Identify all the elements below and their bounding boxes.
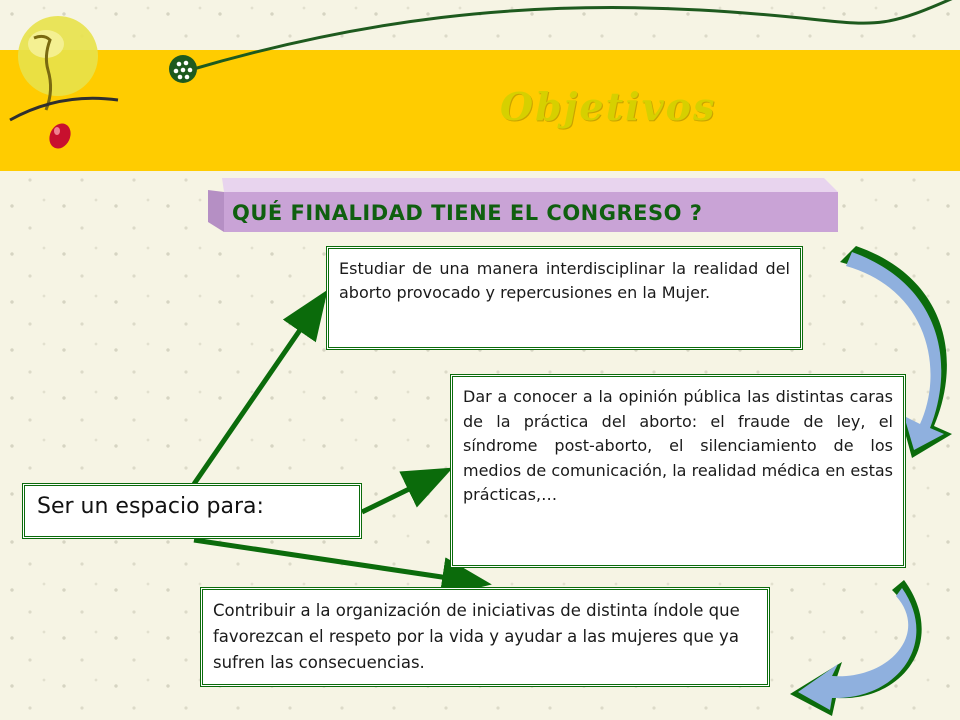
objective-text-3: Contribuir a la organización de iniciati… (213, 601, 740, 672)
objective-box-2: Dar a conocer a la opinión pública las d… (450, 374, 906, 568)
objective-text-2: Dar a conocer a la opinión pública las d… (463, 387, 893, 504)
curved-arrow-lower-icon (790, 580, 922, 716)
connector-arrow-1 (191, 289, 328, 486)
connector-arrow-2 (360, 467, 453, 515)
question-band (208, 178, 838, 232)
objective-text-1: Estudiar de una manera interdisciplinar … (339, 259, 790, 302)
objective-box-1: Estudiar de una manera interdisciplinar … (326, 246, 803, 350)
swoosh-ball-icon (169, 55, 197, 83)
swoosh-curve (189, 0, 953, 72)
logo-graphic (9, 16, 119, 149)
objective-box-3: Contribuir a la organización de iniciati… (200, 587, 770, 687)
source-label: Ser un espacio para: (37, 494, 264, 519)
connector-arrow-3 (193, 537, 492, 597)
curved-arrow-upper-icon (840, 246, 952, 458)
title-banner (0, 50, 960, 171)
source-box: Ser un espacio para: (22, 483, 362, 539)
question-heading: QUÉ FINALIDAD TIENE EL CONGRESO ? (232, 201, 703, 225)
slide-title: Objetivos (500, 84, 717, 129)
